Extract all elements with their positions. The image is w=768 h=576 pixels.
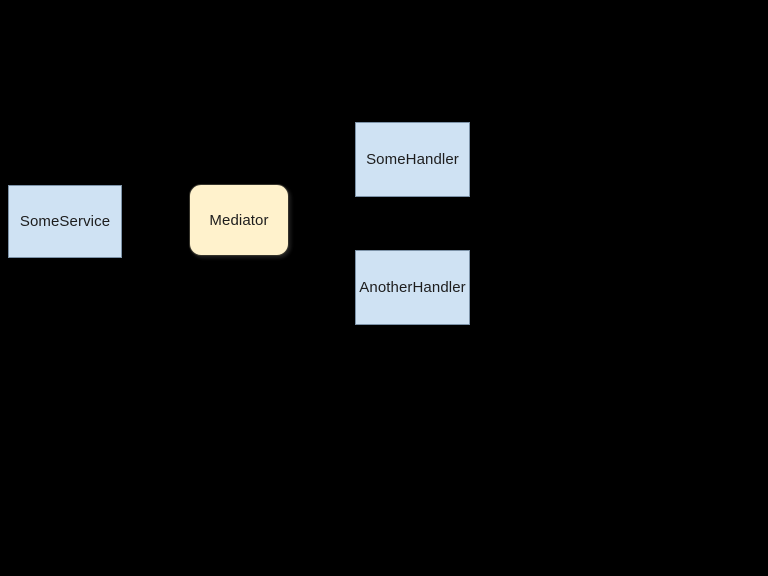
diagram-node-mediator: Mediator: [189, 184, 289, 256]
diagram-node-anotherhandler-label: AnotherHandler: [359, 279, 466, 296]
diagram-node-anotherhandler: AnotherHandler: [355, 250, 470, 325]
diagram-node-somehandler: SomeHandler: [355, 122, 470, 197]
diagram-node-someservice: SomeService: [8, 185, 122, 258]
diagram-node-someservice-label: SomeService: [19, 213, 111, 230]
diagram-node-mediator-label: Mediator: [209, 211, 269, 229]
diagram-node-somehandler-label: SomeHandler: [366, 151, 459, 168]
